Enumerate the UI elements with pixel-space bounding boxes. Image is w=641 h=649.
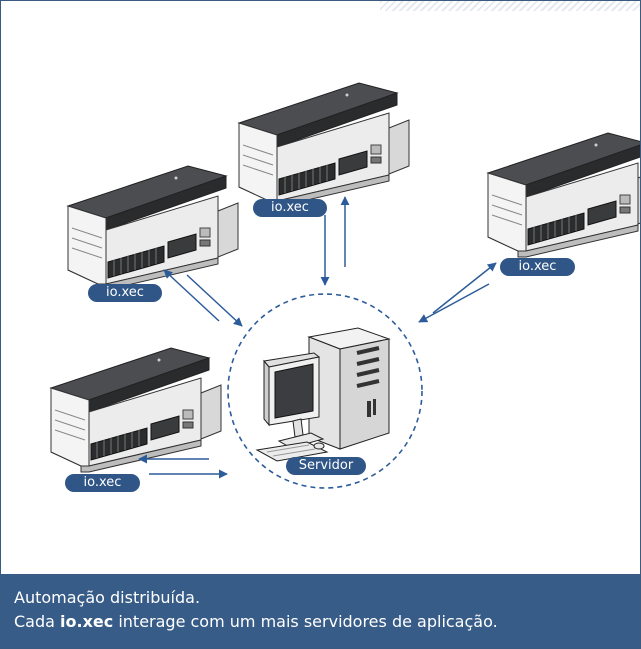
network-diagram (50, 82, 640, 489)
device-label-3: io.xec (500, 258, 575, 276)
arrow-left-in (186, 274, 243, 327)
io-xec-module-1 (238, 82, 410, 208)
device-label-4: io.xec (65, 474, 140, 492)
device-label-2: io.xec (88, 284, 162, 302)
io-xec-module-3 (487, 132, 640, 258)
arrow-right-in (418, 283, 490, 323)
device-label-1: io.xec (253, 199, 327, 217)
caption-line-1: Automação distribuída. (14, 588, 201, 607)
caption-line-2-suffix: interage com um mais servidores de aplic… (113, 612, 498, 631)
caption-line-2-prefix: Cada (14, 612, 61, 631)
corner-hatch (380, 1, 640, 11)
caption-line-2-bold: io.xec (60, 612, 114, 631)
caption-line-2: Cada io.xec interage com um mais servido… (14, 610, 640, 634)
caption: Automação distribuída. Cada io.xec inter… (1, 574, 640, 648)
io-xec-module-2 (67, 165, 239, 291)
connection-arrows (138, 196, 497, 479)
arrow-right-out (432, 262, 497, 314)
server-network-circle (227, 293, 423, 489)
server-computer-icon (255, 327, 391, 462)
server-label: Servidor (286, 457, 366, 475)
io-xec-module-4 (50, 347, 222, 473)
arrow-left-out (163, 269, 220, 322)
